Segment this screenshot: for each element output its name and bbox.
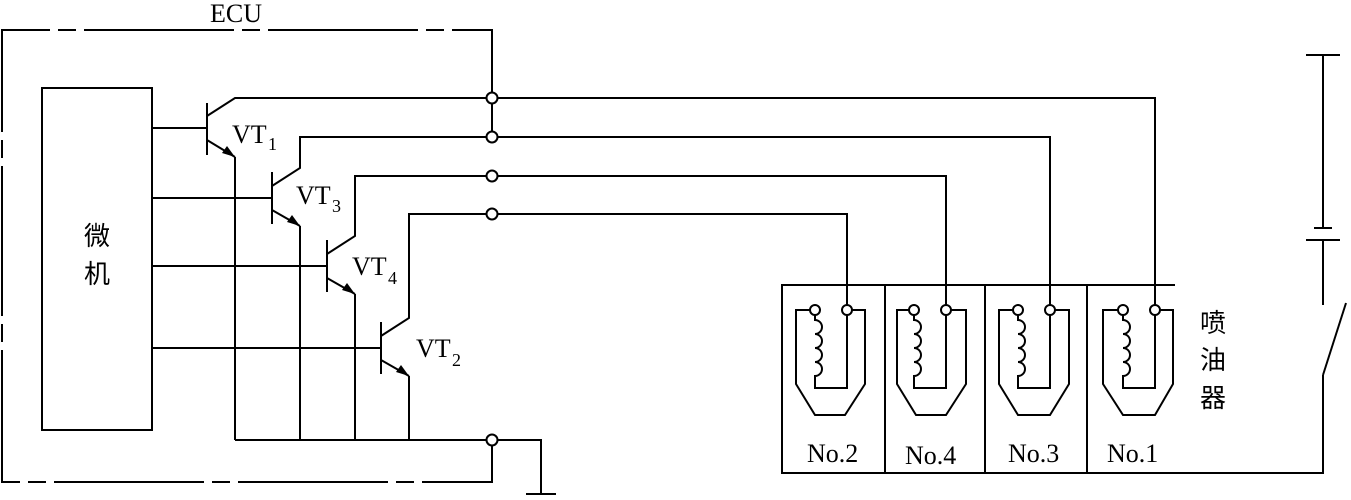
microcomputer-label-1: 微 [84,222,110,252]
injector-feed-wires [492,97,1156,310]
injector-no4: No.4 [884,284,986,474]
injector-group-label: 喷 油 器 [1200,309,1226,414]
injector-no2: No.2 [781,284,886,474]
injector-no2-label: No.2 [807,439,858,468]
injector-no4-label: No.4 [905,441,956,470]
vt1-subscript: 1 [268,134,277,154]
transistor-vt4: VT 4 [326,175,492,440]
injector-label-1: 喷 [1200,309,1226,339]
transistor-vt2: VT 2 [380,213,492,440]
vt3-subscript: 3 [332,196,341,216]
ground-bus [235,439,556,495]
ecu-connectors [485,91,499,447]
injector-label-3: 器 [1200,384,1226,414]
injector-no3-label: No.3 [1008,439,1059,468]
transistor-vt3: VT 3 [271,136,492,440]
vt2-subscript: 2 [452,350,461,370]
vt3-label: VT [296,181,331,210]
microcomputer-label-2: 机 [84,260,110,290]
injector-no3: No.3 [984,284,1088,474]
vt1-label: VT [232,120,267,149]
battery-switch-circuit [782,54,1347,474]
vt2-label: VT [416,334,451,363]
microcomputer-box: 微 机 [41,87,153,431]
transistor-vt1: VT 1 [206,97,492,440]
injector-no1-label: No.1 [1107,439,1158,468]
injector-label-2: 油 [1200,346,1226,376]
base-wires [152,127,381,349]
injector-no1: No.1 [1086,284,1175,473]
vt4-subscript: 4 [388,268,397,288]
ecu-label: ECU [210,0,262,28]
vt4-label: VT [352,252,387,281]
ecu-boundary [1,29,493,483]
